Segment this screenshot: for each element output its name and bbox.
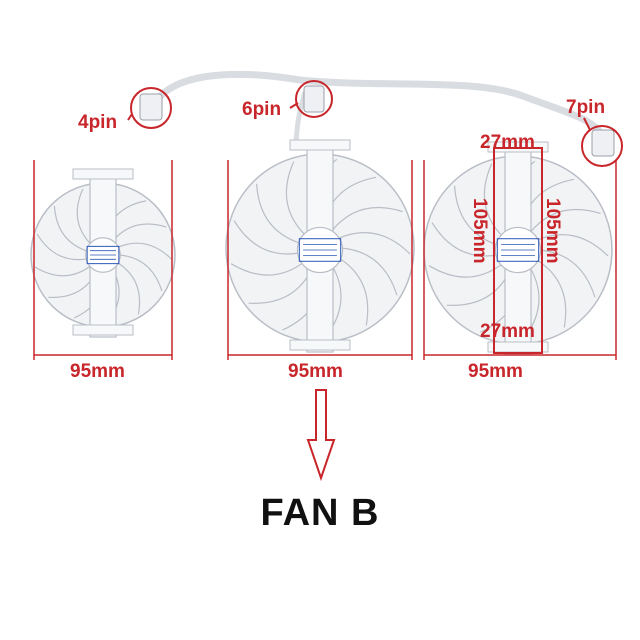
fan-blade [338,232,411,255]
label-bottom-bracket-width: 27mm [480,321,535,342]
fan-blade [535,259,567,328]
fan-blade [340,247,398,296]
hub-label-sticker [298,238,342,262]
label-width-left: 95mm [70,361,125,382]
bracket-bottom-tab [289,339,351,351]
width-dimension-right [423,160,617,360]
fan-blade [118,254,163,292]
width-dimension-middle [227,160,413,360]
bracket-top-tab [289,139,351,151]
pointer-6pin [289,102,299,109]
fan-blade [483,163,503,237]
width-dimension-left [33,160,173,360]
arrow-down-icon [306,389,336,482]
label-height-right: 105mm [542,198,563,264]
label-4pin: 4pin [78,112,118,133]
connector-6pin-icon [295,80,333,118]
connector-4pin-icon [130,87,172,129]
label-top-bracket-width: 27mm [480,132,535,153]
label-7pin: 7pin [566,97,606,118]
fan-blade [428,263,503,278]
fan-blade [36,233,88,261]
bracket-top-tab [72,168,134,180]
fans-group [30,139,613,355]
fan-blade [536,234,609,257]
fan-blade [233,220,300,255]
label-width-right: 95mm [468,361,523,382]
fan-blade [331,206,403,232]
fan-blade [538,249,596,298]
label-6pin: 6pin [242,99,282,120]
cable [148,70,604,136]
fan-blade [529,208,601,234]
fan-blade [116,261,141,315]
hub-label-sticker [86,245,120,265]
pointer-7pin [583,117,591,131]
label-width-middle: 95mm [288,361,343,382]
pointer-4pin [127,113,133,121]
fan-blade [431,222,498,257]
connector-7pin-icon [581,125,623,167]
fan-middle-icon [225,139,415,353]
fan-left-icon [30,168,176,338]
product-caption: FAN B [260,492,380,534]
fan-blade [337,257,369,326]
hub-label-sticker [496,238,540,262]
fan-blade [285,161,305,235]
fan-blade [34,265,92,277]
fan-blade [256,183,301,244]
label-height-left: 105mm [469,198,490,264]
fan-blade [76,188,92,245]
bracket-bottom-tab [487,341,549,353]
bracket-highlight-box [493,147,543,354]
fan-blade [116,242,173,261]
fan-blade [53,205,88,252]
fan-blade [454,185,499,246]
bracket-bottom-tab [72,324,134,336]
fan-blade [230,261,305,276]
